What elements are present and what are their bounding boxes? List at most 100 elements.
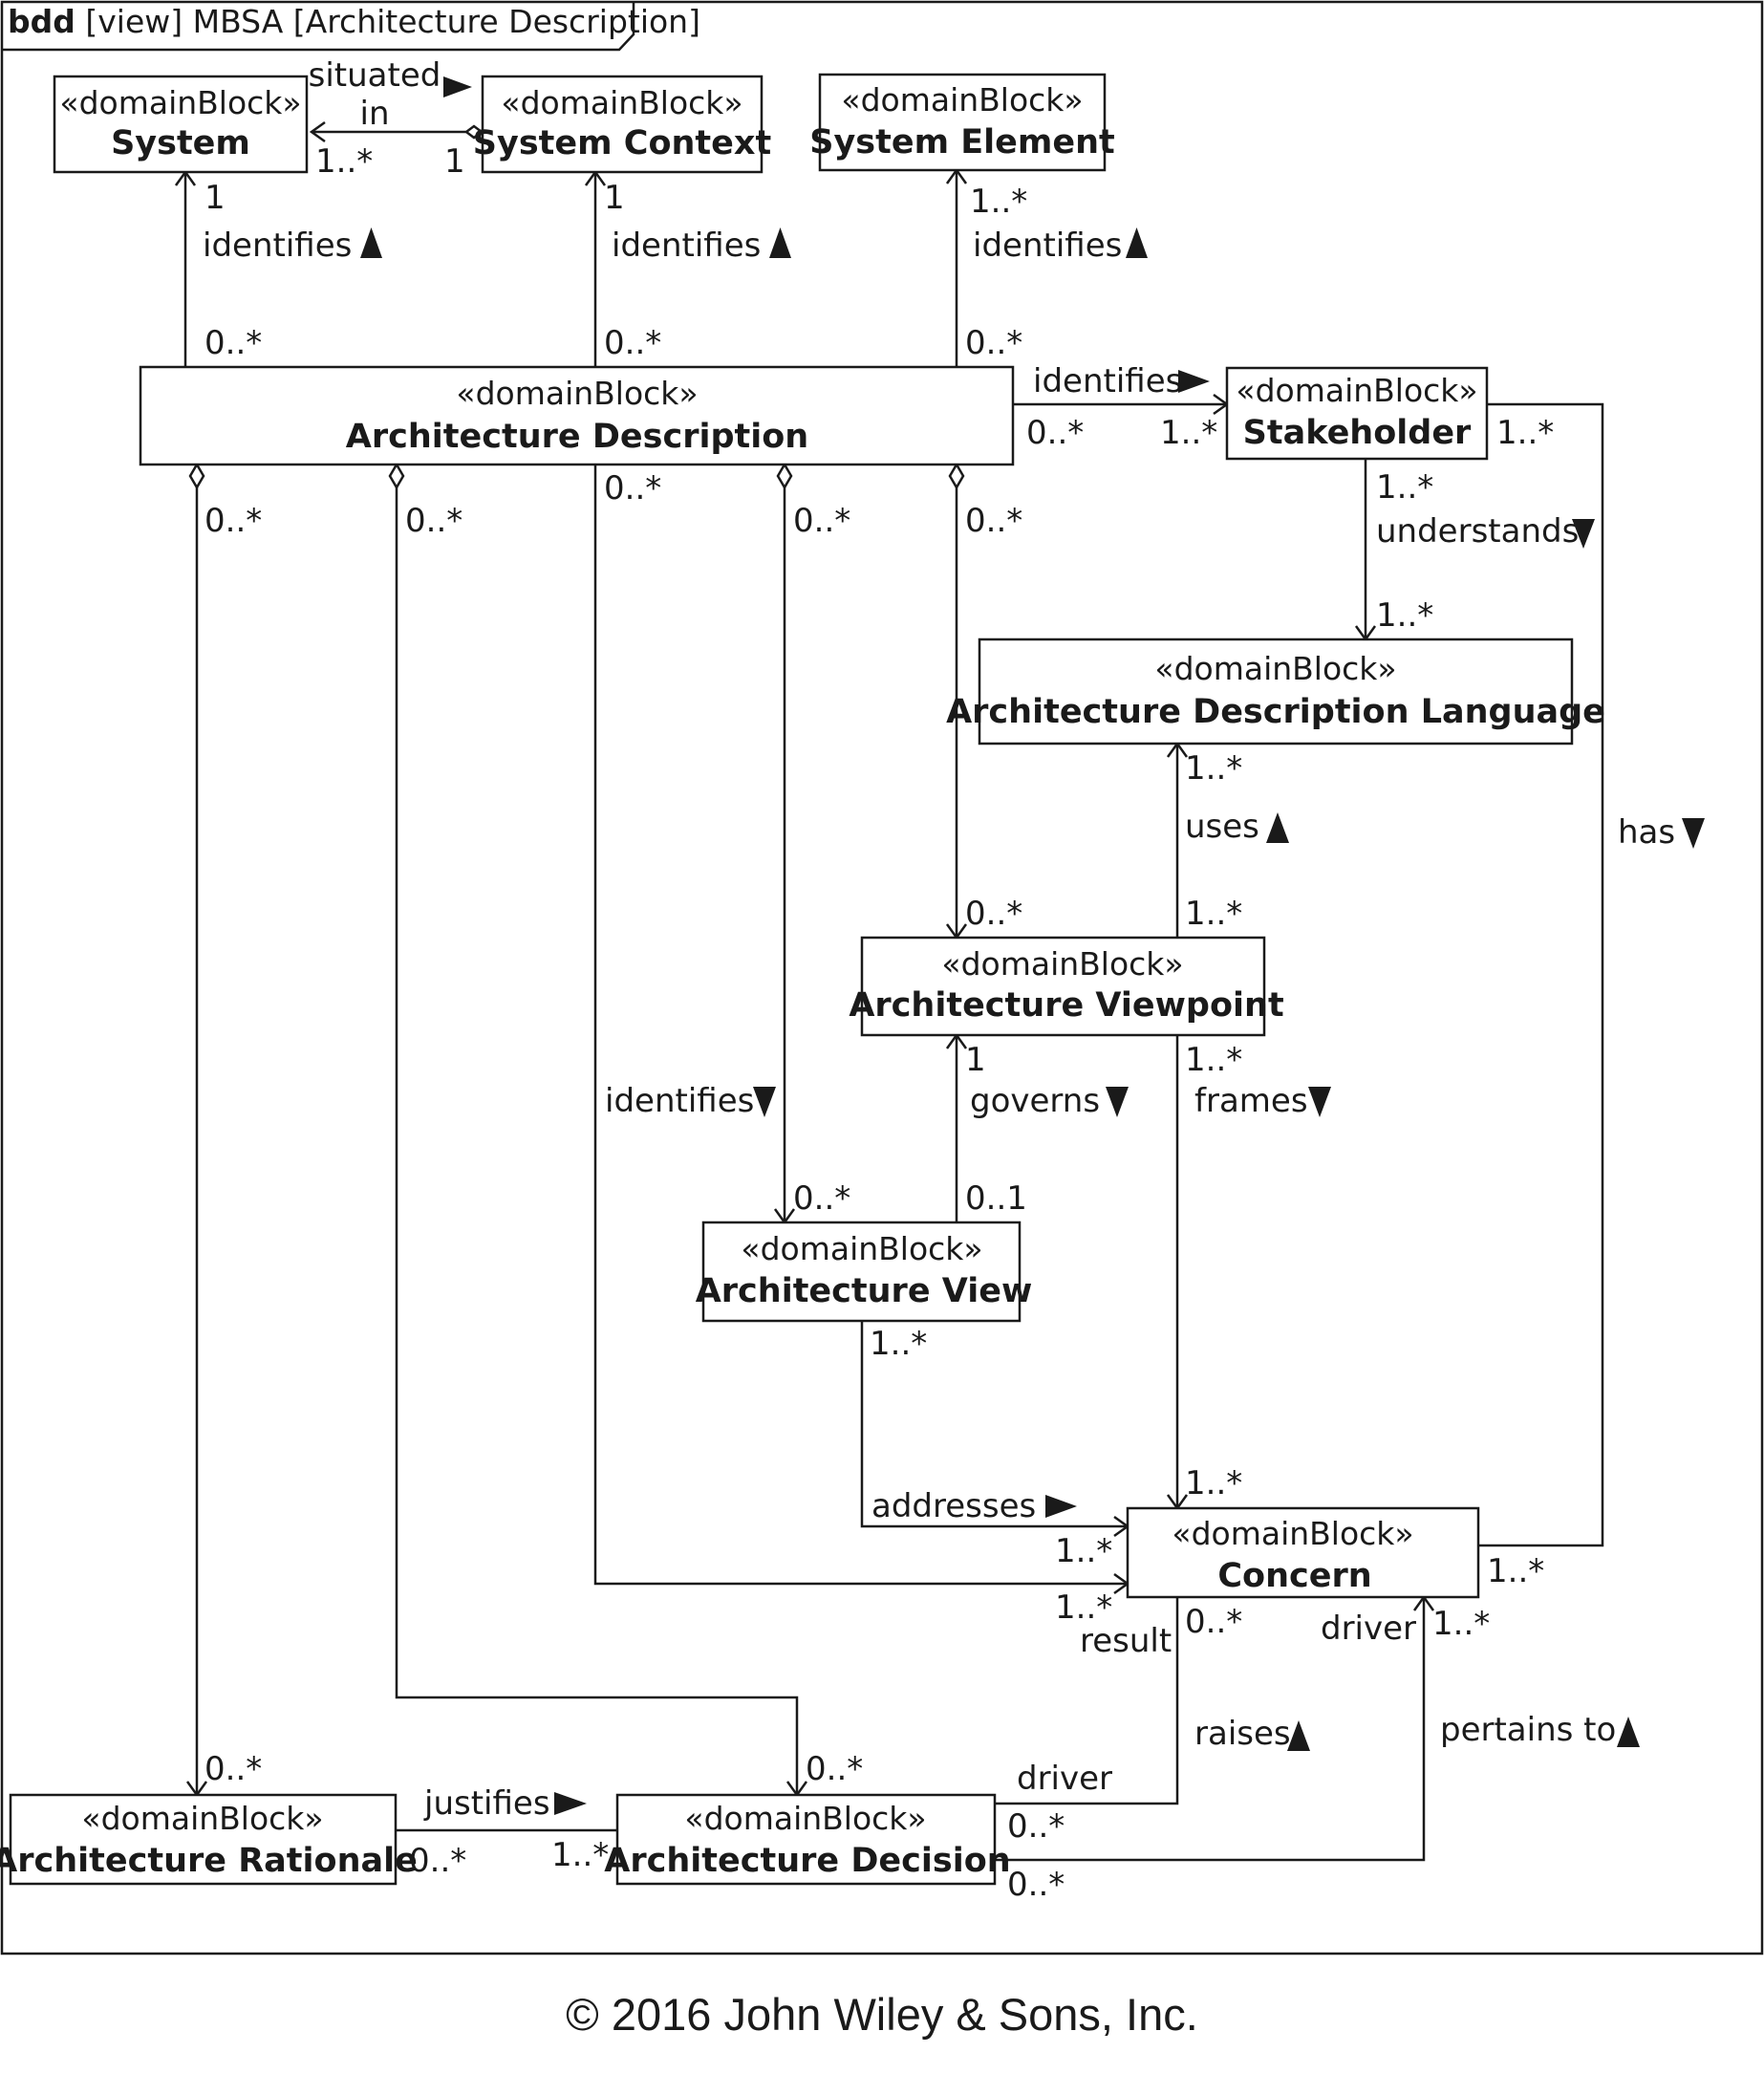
direction-up-icon	[1126, 227, 1148, 258]
label-justifies: justifies	[423, 1784, 550, 1823]
multiplicity: 1..*	[1376, 468, 1433, 507]
label-identifies: identifies	[612, 227, 761, 265]
multiplicities: 1..* 1 1 0..* 1 0..* 1..* 0..* 0..* 1..*…	[204, 142, 1554, 1904]
multiplicity: 0..*	[965, 895, 1022, 933]
multiplicity: 1..*	[1055, 1588, 1112, 1627]
direction-up-icon	[1266, 812, 1289, 843]
multiplicity: 0..*	[204, 502, 262, 540]
direction-up-icon	[1287, 1720, 1310, 1751]
multiplicity: 0..*	[204, 324, 262, 362]
stereotype-label: «domainBlock»	[1236, 372, 1477, 409]
multiplicity: 1..*	[1160, 414, 1217, 452]
block-name: Architecture Description Language	[946, 693, 1605, 731]
label-in: in	[360, 95, 390, 133]
direction-down-icon	[1106, 1087, 1129, 1117]
direction-right-icon	[1178, 370, 1210, 393]
block-system-element: «domainBlock» System Element	[809, 73, 1115, 172]
direction-right-icon	[554, 1792, 587, 1815]
multiplicity: 0..*	[604, 469, 661, 508]
multiplicity: 1..*	[1376, 596, 1433, 635]
label-governs: governs	[970, 1082, 1100, 1120]
multiplicity: 0..*	[965, 324, 1022, 362]
block-architecture-viewpoint: «domainBlock» Architecture Viewpoint	[849, 936, 1284, 1037]
block-architecture-description-language: «domainBlock» Architecture Description L…	[946, 637, 1605, 745]
multiplicity: 1..*	[970, 183, 1027, 221]
block-name: Architecture Decision	[604, 1842, 1010, 1880]
block-name: Architecture Rationale	[0, 1842, 418, 1880]
direction-down-icon	[753, 1087, 776, 1117]
direction-up-icon	[769, 227, 791, 258]
multiplicity: 0..*	[1185, 1603, 1242, 1641]
multiplicity: 0..*	[806, 1750, 863, 1788]
multiplicity: 1..*	[1185, 895, 1242, 933]
multiplicity: 0..*	[204, 1750, 262, 1788]
label-identifies: identifies	[203, 227, 352, 265]
block-name: System Context	[473, 124, 771, 162]
multiplicity: 0..*	[793, 1179, 850, 1218]
block-architecture-rationale: «domainBlock» Architecture Rationale	[0, 1793, 418, 1886]
multiplicity: 0..*	[1026, 414, 1084, 452]
stereotype-label: «domainBlock»	[81, 1800, 323, 1837]
stereotype-label: «domainBlock»	[501, 84, 742, 121]
multiplicity: 0..*	[793, 502, 850, 540]
multiplicity: 1..*	[1185, 1041, 1242, 1079]
multiplicity: 1..*	[1055, 1532, 1112, 1570]
block-name: System	[111, 124, 250, 162]
block-system-context: «domainBlock» System Context	[473, 75, 771, 174]
stereotype-label: «domainBlock»	[841, 81, 1083, 119]
block-architecture-description: «domainBlock» Architecture Description	[139, 365, 1015, 466]
multiplicity: 1..*	[551, 1836, 609, 1874]
direction-down-icon	[1308, 1087, 1331, 1117]
stereotype-label: «domainBlock»	[59, 84, 301, 121]
label-has: has	[1618, 813, 1675, 852]
multiplicity: 0..*	[1007, 1866, 1065, 1904]
block-name: Architecture Description	[346, 418, 808, 456]
block-stakeholder: «domainBlock» Stakeholder	[1225, 366, 1489, 461]
multiplicity: 1..*	[1487, 1552, 1544, 1590]
multiplicity: 1	[204, 179, 226, 217]
multiplicity: 1..*	[315, 142, 373, 181]
multiplicity: 1	[604, 179, 625, 217]
stereotype-label: «domainBlock»	[684, 1800, 926, 1837]
multiplicity: 1..*	[1432, 1605, 1490, 1643]
direction-up-icon	[1617, 1717, 1640, 1747]
role-driver: driver	[1321, 1610, 1416, 1648]
stereotype-label: «domainBlock»	[1172, 1515, 1413, 1552]
block-name: System Element	[809, 123, 1114, 162]
direction-right-icon	[443, 76, 472, 97]
stereotype-label: «domainBlock»	[456, 375, 698, 412]
label-addresses: addresses	[871, 1487, 1036, 1525]
copyright-notice: © 2016 John Wiley & Sons, Inc.	[566, 1989, 1198, 2040]
multiplicity: 1..*	[870, 1325, 927, 1363]
block-name: Stakeholder	[1243, 414, 1472, 452]
multiplicity: 0..*	[965, 502, 1022, 540]
role-driver: driver	[1017, 1760, 1112, 1798]
label-identifies: identifies	[1033, 362, 1182, 400]
label-uses: uses	[1185, 808, 1259, 846]
block-concern: «domainBlock» Concern	[1126, 1506, 1480, 1599]
multiplicity: 0..*	[405, 502, 463, 540]
stereotype-label: «domainBlock»	[941, 945, 1183, 983]
label-identifies: identifies	[973, 227, 1122, 265]
block-architecture-view: «domainBlock» Architecture View	[696, 1221, 1033, 1323]
stereotype-label: «domainBlock»	[741, 1230, 982, 1267]
connectors	[174, 120, 1604, 1862]
label-frames: frames	[1194, 1082, 1308, 1120]
multiplicity: 1	[444, 142, 465, 181]
label-raises: raises	[1194, 1715, 1291, 1753]
label-situated: situated	[309, 56, 441, 95]
block-architecture-decision: «domainBlock» Architecture Decision	[604, 1793, 1011, 1886]
frame-title: bdd [view] MBSA [Architecture Descriptio…	[8, 3, 700, 40]
direction-down-icon	[1682, 818, 1705, 849]
block-name: Concern	[1217, 1557, 1371, 1595]
association-labels: situated in identifies identifies identi…	[203, 56, 1705, 1823]
multiplicity: 1..*	[1496, 414, 1554, 452]
label-understands: understands	[1376, 512, 1579, 551]
multiplicity: 1..*	[1185, 749, 1242, 788]
multiplicity: 0..*	[604, 324, 661, 362]
role-result: result	[1080, 1622, 1172, 1660]
block-name: Architecture Viewpoint	[849, 986, 1283, 1025]
block-name: Architecture View	[696, 1272, 1033, 1310]
diagram-frame: bdd [view] MBSA [Architecture Descriptio…	[0, 0, 1764, 1956]
